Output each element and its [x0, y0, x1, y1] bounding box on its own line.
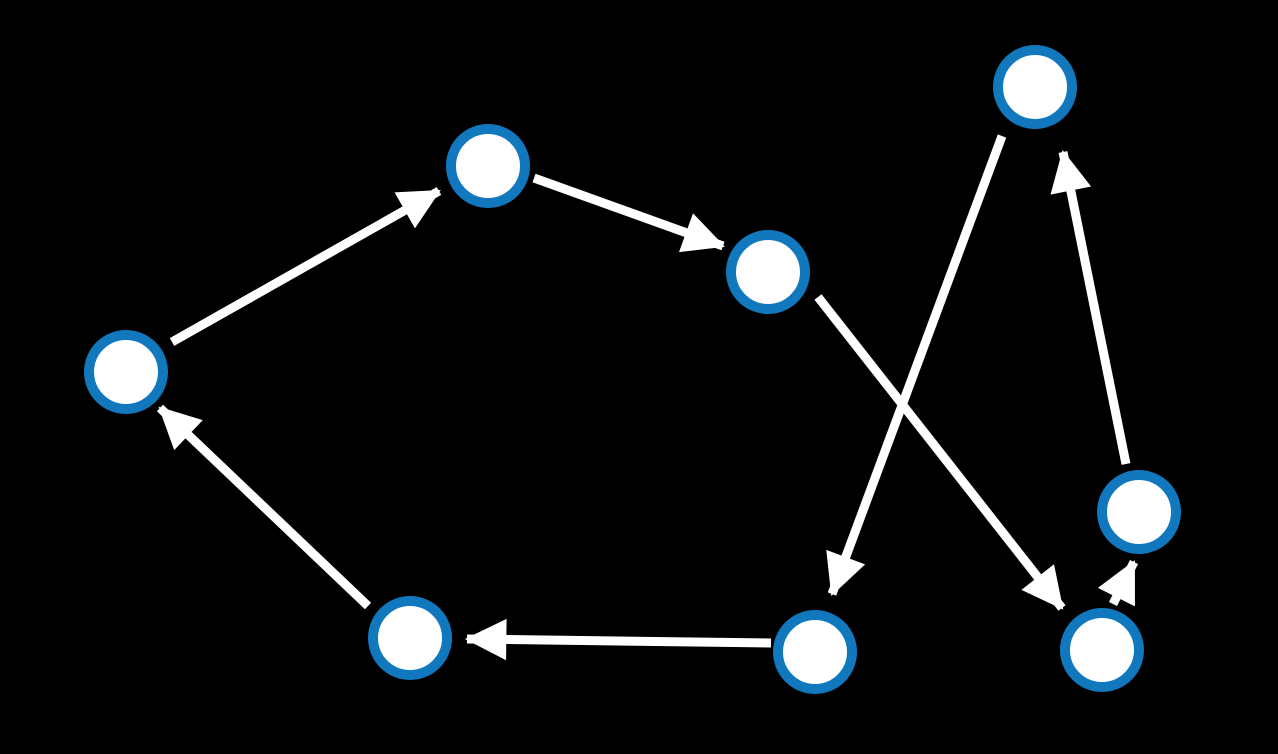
graph-node-bottom-center [773, 610, 857, 694]
graph-node-right [1097, 470, 1181, 554]
graph-edge-node-left-to-node-upper-center [169, 187, 442, 346]
graph-node-top-right [993, 45, 1077, 129]
graph-edge-node-upper-center-to-node-middle [532, 173, 725, 253]
graph-edge-node-right-to-node-top-right [1050, 149, 1131, 465]
graph-edge-node-bottom-left-to-node-left [156, 404, 372, 610]
graph-edge-node-top-right-to-node-bottom-center [826, 134, 1007, 596]
graph-node-middle [726, 230, 810, 314]
graph-node-bottom-right [1060, 608, 1144, 692]
graph-edge-node-middle-to-node-bottom-right [814, 294, 1066, 611]
graph-node-left [84, 330, 168, 414]
graph-node-bottom-left [368, 596, 452, 680]
graph-edge-node-bottom-center-to-node-bottom-left [464, 618, 772, 661]
graph-node-upper-center [446, 124, 530, 208]
graph-edge-node-bottom-right-to-node-right [1097, 559, 1139, 607]
